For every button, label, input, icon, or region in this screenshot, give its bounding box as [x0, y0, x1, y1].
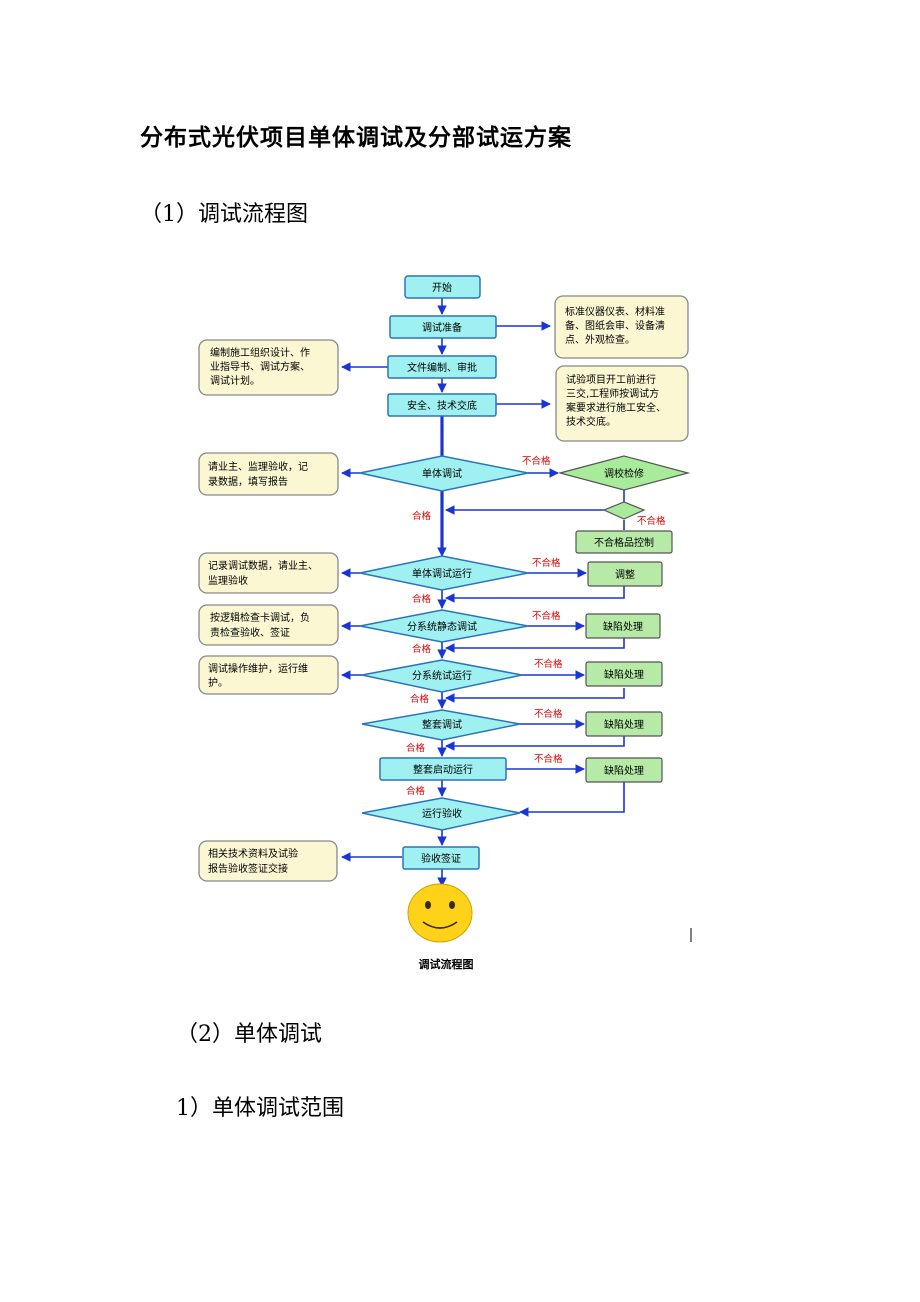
svg-text:安全、技术交底: 安全、技术交底: [407, 399, 477, 412]
svg-text:运行验收: 运行验收: [422, 807, 462, 820]
flow-docs: 文件编制、审批: [387, 355, 497, 379]
label-ng: 不合格: [532, 557, 561, 569]
svg-text:缺陷处理: 缺陷处理: [604, 668, 644, 681]
label-ng: 不合格: [534, 708, 563, 720]
svg-text:责检查验收、签证: 责检查验收、签证: [210, 626, 290, 639]
svg-text:监理验收: 监理验收: [208, 574, 248, 587]
flow-defect-3: 缺陷处理: [585, 711, 663, 737]
svg-text:相关技术资料及试验: 相关技术资料及试验: [208, 847, 298, 860]
flow-start: 开始: [404, 275, 481, 299]
svg-text:分系统试运行: 分系统试运行: [412, 669, 472, 682]
svg-text:标准仪器仪表、材料准: 标准仪器仪表、材料准: [565, 305, 665, 318]
label-ok: 合格: [406, 742, 426, 754]
svg-text:编制施工组织设计、作: 编制施工组织设计、作: [210, 346, 310, 359]
svg-text:缺陷处理: 缺陷处理: [604, 718, 644, 731]
svg-text:报告验收签证交接: 报告验收签证交接: [208, 862, 288, 875]
note-sub-run: 调试操作维护，运行维 护。: [198, 655, 339, 695]
note-single-run: 记录调试数据，请业主、 监理验收: [198, 552, 339, 594]
svg-text:整套启动运行: 整套启动运行: [413, 763, 473, 776]
flow-defect-2: 缺陷处理: [585, 661, 663, 687]
svg-text:开始: 开始: [432, 281, 452, 294]
note-single: 请业主、监理验收，记 录数据，填写报告: [198, 452, 339, 496]
debug-flowchart: 开始 调试准备 文件编制、审批 安全、技术交底 单体调试 调校检修 不合格品控制…: [198, 275, 692, 971]
svg-text:录数据，填写报告: 录数据，填写报告: [208, 475, 288, 488]
label-ng: 不合格: [534, 753, 563, 765]
note-sign: 相关技术资料及试验 报告验收签证交接: [198, 840, 338, 882]
label-ng: 不合格: [534, 658, 563, 670]
flow-whole: 整套调试: [361, 709, 521, 741]
svg-text:调试计划。: 调试计划。: [210, 374, 260, 387]
flow-recheck: 调校检修: [557, 455, 691, 491]
document-title: 分布式光伏项目单体调试及分部试运方案: [140, 125, 572, 151]
label-ok: 合格: [412, 643, 432, 655]
svg-text:技术交底。: 技术交底。: [566, 415, 616, 428]
svg-text:请业主、监理验收，记: 请业主、监理验收，记: [208, 460, 308, 473]
svg-text:单体调试: 单体调试: [422, 467, 462, 480]
note-docs: 编制施工组织设计、作 业指导书、调试方案、 调试计划。: [198, 339, 339, 396]
smiley-end-icon: [407, 883, 473, 943]
flow-unqualified-control: 不合格品控制: [575, 530, 673, 554]
svg-text:护。: 护。: [208, 676, 228, 689]
svg-text:分系统静态调试: 分系统静态调试: [407, 620, 477, 633]
svg-text:缺陷处理: 缺陷处理: [604, 764, 644, 777]
subsection-heading-scope: 1）单体调试范围: [176, 1096, 344, 1121]
flow-defect-4: 缺陷处理: [585, 757, 663, 783]
label-ng: 不合格: [637, 515, 666, 527]
svg-text:调校检修: 调校检修: [604, 467, 644, 480]
flow-sub-run: 分系统试运行: [361, 659, 523, 693]
flow-sign: 验收签证: [402, 846, 480, 870]
flow-accept-run: 运行验收: [361, 797, 521, 831]
flow-safety: 安全、技术交底: [387, 393, 497, 417]
svg-text:不合格品控制: 不合格品控制: [594, 536, 654, 549]
svg-text:单体调试运行: 单体调试运行: [412, 567, 472, 580]
svg-text:三交,工程师按调试方: 三交,工程师按调试方: [566, 387, 659, 400]
svg-text:调试操作维护，运行维: 调试操作维护，运行维: [208, 662, 308, 675]
svg-text:点、外观检查。: 点、外观检查。: [565, 333, 635, 346]
flow-prep: 调试准备: [389, 315, 497, 339]
note-prep: 标准仪器仪表、材料准 备、图纸会审、设备清 点、外观检查。: [554, 295, 689, 359]
flowchart-caption: 调试流程图: [419, 957, 474, 971]
label-ok: 合格: [412, 593, 432, 605]
label-ok: 合格: [406, 785, 426, 797]
svg-text:调试准备: 调试准备: [422, 321, 462, 334]
svg-text:备、图纸会审、设备清: 备、图纸会审、设备清: [565, 319, 665, 332]
section-heading-single-test: （2）单体调试: [176, 1022, 322, 1047]
label-ok: 合格: [410, 693, 430, 705]
flow-whole-start: 整套启动运行: [379, 757, 507, 781]
flow-adjust: 调整: [587, 561, 663, 587]
svg-text:按逻辑检查卡调试，负: 按逻辑检查卡调试，负: [210, 611, 310, 624]
svg-text:文件编制、审批: 文件编制、审批: [407, 361, 477, 374]
svg-text:记录调试数据，请业主、: 记录调试数据，请业主、: [208, 559, 318, 572]
flow-defect-1: 缺陷处理: [585, 613, 661, 639]
svg-text:业指导书、调试方案、: 业指导书、调试方案、: [210, 360, 310, 373]
label-ok: 合格: [412, 510, 432, 522]
svg-text:案要求进行施工安全、: 案要求进行施工安全、: [566, 401, 666, 414]
svg-text:整套调试: 整套调试: [422, 718, 462, 731]
svg-text:调整: 调整: [615, 568, 635, 581]
label-ng: 不合格: [532, 610, 561, 622]
flow-single-run: 单体调试运行: [359, 555, 529, 591]
label-ng: 不合格: [522, 455, 551, 467]
svg-text:缺陷处理: 缺陷处理: [603, 620, 643, 633]
svg-text:验收签证: 验收签证: [421, 852, 461, 865]
svg-text:试验项目开工前进行: 试验项目开工前进行: [566, 373, 656, 386]
flow-small-decision: [602, 501, 646, 520]
flow-static: 分系统静态调试: [359, 609, 529, 643]
note-safety: 试验项目开工前进行 三交,工程师按调试方 案要求进行施工安全、 技术交底。: [555, 365, 689, 442]
note-static: 按逻辑检查卡调试，负 责检查验收、签证: [198, 604, 339, 646]
section-heading-flowchart: （1）调试流程图: [140, 202, 308, 227]
flow-single-test: 单体调试: [359, 455, 529, 492]
